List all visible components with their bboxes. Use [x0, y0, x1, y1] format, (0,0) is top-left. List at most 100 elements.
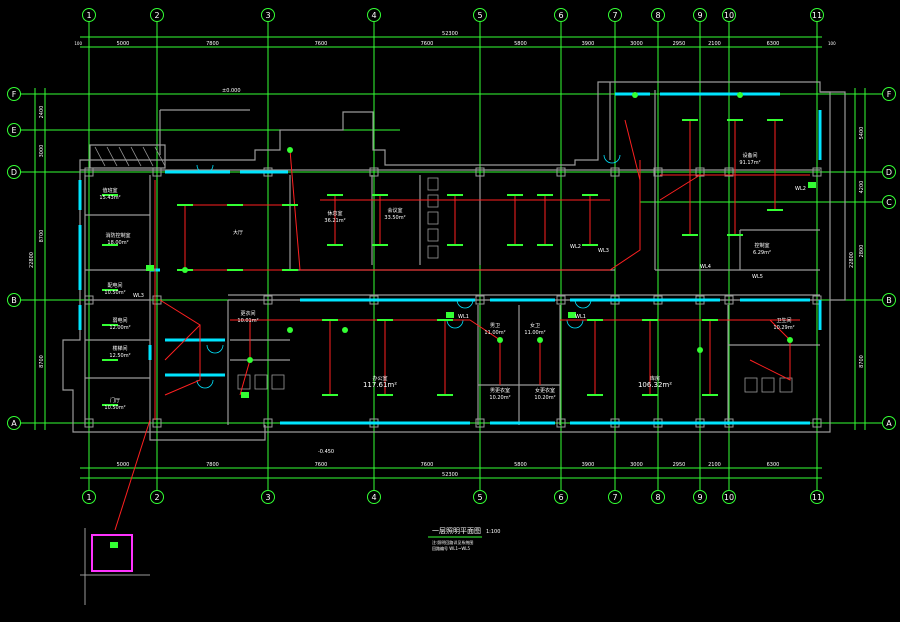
drawing-title: 一层照明平面图 — [432, 527, 481, 535]
room-name: 卫生间 — [776, 317, 791, 324]
dimension-segment: 2800 — [859, 245, 865, 258]
room-area: 11.00m² — [524, 330, 545, 336]
axis-label-row: D — [886, 168, 892, 177]
room-name: 值班室 — [102, 187, 117, 194]
axis-bubble — [7, 165, 21, 179]
ceiling-light — [247, 357, 253, 363]
circuit-label: WL3 — [598, 248, 609, 254]
axis-bubble — [367, 8, 381, 22]
axis-bubble — [693, 8, 707, 22]
dimension-segment: 4200 — [859, 181, 865, 194]
axis-bubble — [7, 416, 21, 430]
ceiling-light — [287, 327, 293, 333]
room-name: 大厅 — [233, 229, 243, 236]
toilet-stall — [427, 245, 439, 259]
room-area: 10.20m² — [534, 395, 555, 401]
axis-bubble — [261, 490, 275, 504]
structural-column — [812, 418, 822, 428]
ceiling-light — [287, 147, 293, 153]
axis-label-row: F — [887, 90, 892, 99]
room-area: 91.17m² — [739, 160, 760, 166]
dimension-segment: 7600 — [315, 41, 328, 47]
note-2: 回路编号 WL1~WL5 — [432, 545, 471, 551]
dimension-segment: 3000 — [630, 462, 643, 468]
toilet-stall — [744, 377, 758, 393]
axis-bubble — [810, 8, 824, 22]
structural-column — [724, 167, 734, 177]
dimension-segment: 8700 — [39, 230, 45, 243]
axis-bubble — [7, 123, 21, 137]
circuit-wire — [159, 299, 201, 361]
wall — [62, 81, 831, 433]
room-name: 会议室 — [387, 207, 402, 214]
door-swing — [456, 299, 474, 309]
axis-label-row: C — [886, 198, 892, 207]
axis-label-col: 4 — [371, 493, 376, 502]
axis-label-col: 5 — [477, 493, 482, 502]
room-name: 设备间 — [742, 152, 757, 159]
room-name: 男卫 — [490, 323, 500, 329]
axis-label-row: A — [11, 419, 17, 428]
outbuilding-outline — [80, 528, 150, 605]
distribution-panel — [241, 392, 249, 398]
circuit-label: WL2 — [795, 186, 806, 192]
room-name: 休息室 — [327, 210, 342, 217]
stair-hatch — [106, 146, 118, 167]
axis-bubble — [693, 490, 707, 504]
dimension-segment: 7600 — [421, 462, 434, 468]
dimension-segment: 6300 — [767, 41, 780, 47]
structural-column — [152, 418, 162, 428]
ceiling-light — [737, 92, 743, 98]
circuit-wire — [659, 174, 701, 201]
dimension-total-bottom: 52300 — [442, 472, 458, 478]
dimension-total-top: 52300 — [442, 31, 458, 37]
axis-label-col: 8 — [655, 493, 660, 502]
circuit-wire — [624, 119, 641, 181]
circuit-wire — [289, 149, 641, 271]
axis-bubble — [608, 8, 622, 22]
distribution-panel — [808, 182, 816, 188]
ceiling-light — [697, 347, 703, 353]
structural-column — [84, 167, 94, 177]
axis-label-row: E — [11, 126, 16, 135]
axis-bubble — [651, 490, 665, 504]
toilet-stall — [427, 194, 439, 208]
axis-label-col: 6 — [558, 493, 563, 502]
room-name: 配电间 — [107, 282, 122, 289]
dimension-segment: 8700 — [859, 355, 865, 368]
circuit-label: WL3 — [133, 293, 144, 299]
axis-bubble — [82, 490, 96, 504]
stair-hatch — [94, 146, 106, 167]
room-name: 控制室 — [754, 242, 769, 249]
axis-bubble — [882, 87, 896, 101]
axis-label-row: D — [11, 168, 17, 177]
room-area: 10.01m² — [237, 318, 258, 324]
room-name: 男更衣室 — [490, 387, 510, 394]
room-name: 消防控制室 — [105, 232, 130, 239]
wall — [149, 425, 266, 441]
ceiling-light — [632, 92, 638, 98]
room-area: 6.29m² — [753, 250, 771, 256]
toilet-stall — [254, 374, 268, 390]
ceiling-light — [497, 337, 503, 343]
dimension-segment: 7800 — [206, 41, 219, 47]
structural-column — [475, 167, 485, 177]
dimension-segment: 2950 — [673, 41, 686, 47]
circuit-wire — [164, 325, 201, 396]
circuit-wire — [749, 319, 791, 381]
structural-column — [263, 418, 273, 428]
distribution-panel — [110, 542, 118, 548]
door-swing — [196, 164, 214, 174]
structural-column — [610, 167, 620, 177]
dimension-total-right: 22800 — [849, 252, 855, 268]
door-swing — [196, 379, 214, 389]
axis-label-col: 10 — [724, 493, 734, 502]
axis-bubble — [473, 490, 487, 504]
dimension-segment: 8700 — [39, 355, 45, 368]
toilet-stall — [427, 211, 439, 225]
room-area: 33.50m² — [384, 215, 405, 221]
toilet-stall — [427, 177, 439, 191]
room-area: 15.43m² — [99, 195, 120, 201]
axis-label-col: 2 — [154, 493, 159, 502]
